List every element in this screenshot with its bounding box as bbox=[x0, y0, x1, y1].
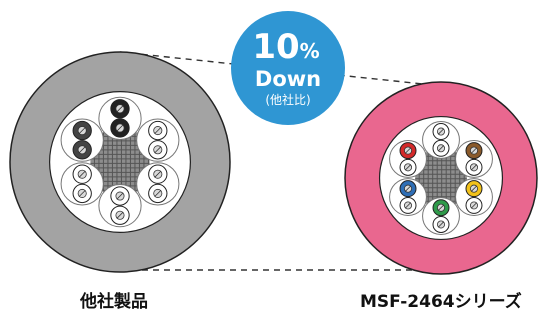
competitor-cable-cross-section bbox=[9, 51, 231, 273]
conductor-strand bbox=[154, 189, 162, 197]
conductor-strand bbox=[404, 147, 412, 154]
conductor-strand bbox=[404, 202, 412, 209]
competitor-label: 他社製品 bbox=[80, 292, 148, 312]
conductor-strand bbox=[78, 146, 86, 154]
twisted-pair bbox=[60, 162, 104, 206]
twisted-pair bbox=[422, 120, 460, 159]
twisted-pair bbox=[389, 178, 427, 216]
badge-word: Down bbox=[255, 67, 321, 91]
twisted-pair bbox=[136, 118, 180, 162]
twisted-pair bbox=[422, 197, 460, 236]
twisted-pair bbox=[98, 96, 142, 140]
twisted-pair bbox=[98, 184, 142, 228]
conductor-strand bbox=[437, 145, 445, 152]
conductor-strand bbox=[116, 211, 124, 219]
conductor-strand bbox=[470, 185, 478, 192]
conductor-strand bbox=[154, 170, 162, 178]
conductor-strand bbox=[154, 146, 162, 154]
twisted-pair bbox=[455, 178, 493, 216]
conductor-strand bbox=[154, 127, 162, 135]
conductor-strand bbox=[470, 164, 478, 171]
conductor-strand bbox=[78, 189, 86, 197]
twisted-pair bbox=[60, 118, 104, 162]
twisted-pair bbox=[389, 140, 427, 178]
badge-note: (他社比) bbox=[265, 92, 310, 107]
badge-percent: 10% bbox=[252, 27, 319, 67]
conductor-strand bbox=[116, 192, 124, 200]
conductor-strand bbox=[437, 221, 445, 228]
conductor-strand bbox=[78, 127, 86, 135]
badge-percent-number: 10 bbox=[252, 27, 299, 67]
badge-percent-sign: % bbox=[300, 39, 320, 63]
product-cable-cross-section bbox=[344, 81, 538, 275]
twisted-pair bbox=[136, 162, 180, 206]
conductor-strand bbox=[404, 185, 412, 192]
badge-circle bbox=[231, 11, 345, 125]
conductor-strand bbox=[116, 124, 124, 132]
conductor-strand bbox=[470, 202, 478, 209]
conductor-strand bbox=[116, 105, 124, 113]
compare-line-top bbox=[119, 51, 443, 87]
conductor-strand bbox=[78, 170, 86, 178]
conductor-strand bbox=[470, 147, 478, 154]
product-label: MSF-2464シリーズ bbox=[360, 292, 522, 312]
twisted-pair bbox=[455, 140, 493, 178]
conductor-strand bbox=[437, 204, 445, 211]
reduction-badge: 10% Down (他社比) bbox=[231, 11, 345, 125]
conductor-strand bbox=[437, 128, 445, 135]
conductor-strand bbox=[404, 164, 412, 171]
